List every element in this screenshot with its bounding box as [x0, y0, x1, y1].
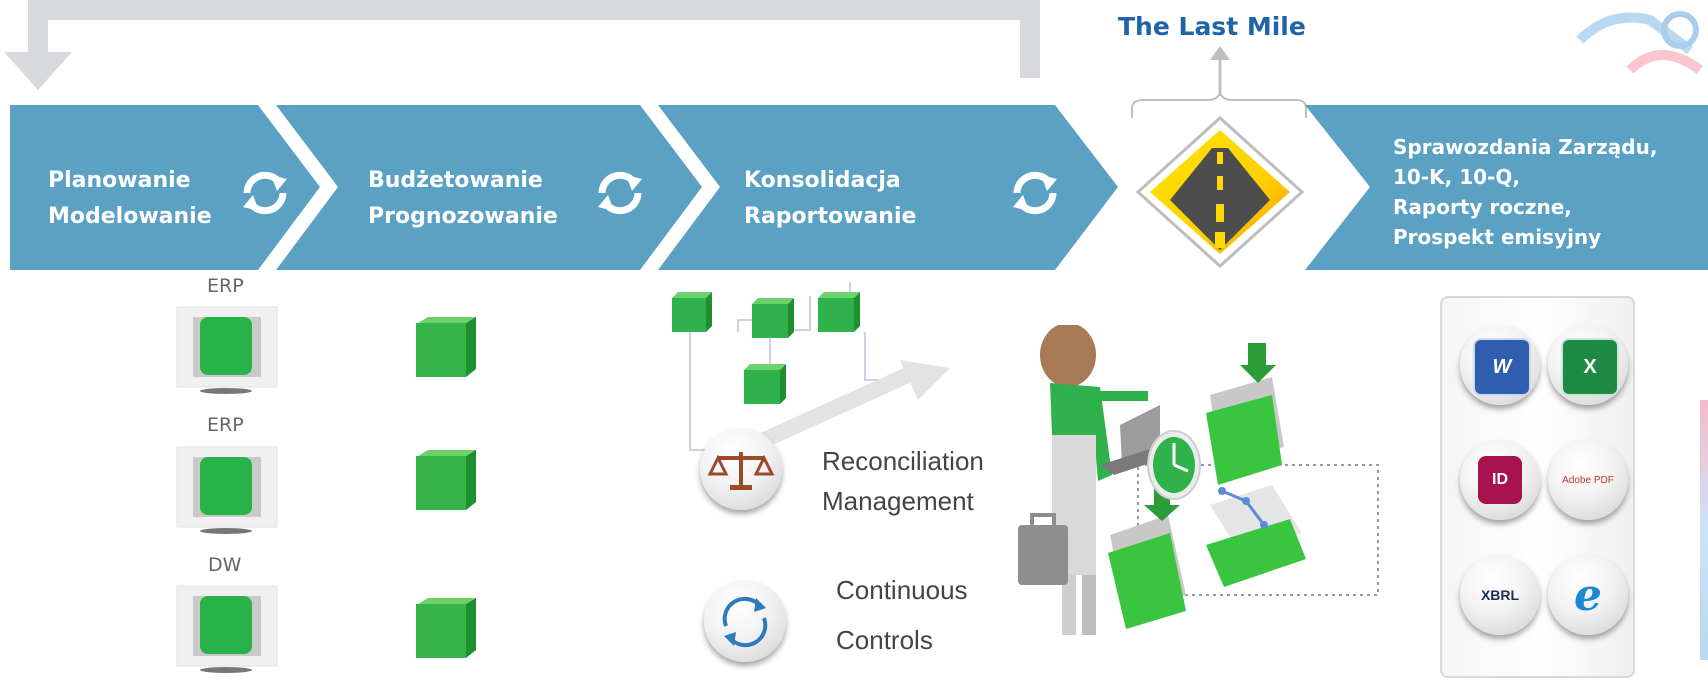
excel-icon: X: [1561, 338, 1619, 396]
cycle-bubble: [704, 580, 786, 662]
reports-line: Sprawozdania Zarządu,: [1393, 135, 1658, 159]
source-label-dw: DW: [208, 554, 242, 576]
chevron-planning-label: Planowanie Modelowanie: [48, 163, 212, 235]
chevron-label-line: Raportowanie: [744, 204, 917, 229]
controls-label: Continuous Controls: [836, 565, 968, 665]
cube-icon: [416, 598, 476, 658]
scale-icon-bubble: [700, 428, 782, 510]
reports-line: 10-K, 10-Q,: [1393, 165, 1520, 189]
cycle-icon: [1013, 171, 1057, 215]
chevron-budgeting: [276, 105, 702, 270]
reports-line: Raporty roczne,: [1393, 195, 1572, 219]
ie-icon-bubble: e: [1548, 555, 1628, 635]
edge-decoration: [1700, 400, 1708, 660]
chevron-label-line: Prognozowanie: [368, 204, 558, 229]
xbrl-icon-bubble: XBRL: [1460, 555, 1540, 635]
chevron-label-line: Modelowanie: [48, 204, 212, 229]
refresh-icon: [722, 596, 768, 648]
source-label-erp: ERP: [207, 275, 244, 297]
reports-label: Sprawozdania Zarządu, 10-K, 10-Q, Raport…: [1393, 132, 1657, 252]
chevron-label-line: Planowanie: [48, 168, 191, 193]
process-band: [10, 105, 1708, 270]
controls-line: Controls: [836, 625, 933, 655]
reports-line: Prospekt emisyjny: [1393, 225, 1602, 249]
word-icon-bubble: W: [1460, 325, 1540, 405]
scale-icon: [707, 452, 775, 490]
chevron-label-line: Budżetowanie: [368, 168, 543, 193]
cycle-icon: [243, 171, 287, 215]
last-mile-title: The Last Mile: [1118, 12, 1306, 41]
reconciliation-line: Reconciliation: [822, 446, 984, 476]
indesign-icon: ID: [1478, 456, 1522, 504]
source-label-erp: ERP: [207, 414, 244, 436]
controls-line: Continuous: [836, 575, 968, 605]
cube-icon: [416, 450, 476, 510]
cube-icon: [416, 317, 476, 377]
database-icon: [176, 306, 278, 394]
reconciliation-line: Management: [822, 486, 974, 516]
ie-icon: e: [1574, 569, 1602, 621]
decor-corner-icon: [1576, 11, 1703, 75]
last-mile-brace: [1131, 46, 1307, 118]
pdf-icon-bubble: Adobe PDF: [1548, 440, 1628, 520]
indesign-icon-bubble: ID: [1460, 440, 1540, 520]
consolidation-hierarchy: [672, 282, 950, 451]
chevron-reports: [1305, 105, 1708, 270]
chevron-planning: [10, 105, 320, 270]
disclosure-illustration: [1018, 325, 1379, 635]
chevron-label-line: Konsolidacja: [744, 168, 901, 193]
excel-icon-bubble: X: [1548, 325, 1628, 405]
chevron-budgeting-label: Budżetowanie Prognozowanie: [368, 163, 558, 235]
road-sign-icon: [1135, 115, 1305, 269]
return-arrow: [4, 0, 1040, 90]
word-icon: W: [1473, 338, 1531, 396]
chevron-consolidation-label: Konsolidacja Raportowanie: [744, 163, 916, 235]
reconciliation-label: Reconciliation Management: [822, 441, 984, 521]
database-icon: [176, 585, 278, 673]
xbrl-icon: XBRL: [1480, 587, 1520, 603]
chevron-consolidation: [658, 105, 1118, 270]
cycle-icon: [598, 171, 642, 215]
database-icon: [176, 446, 278, 534]
pdf-icon: Adobe PDF: [1562, 474, 1614, 486]
